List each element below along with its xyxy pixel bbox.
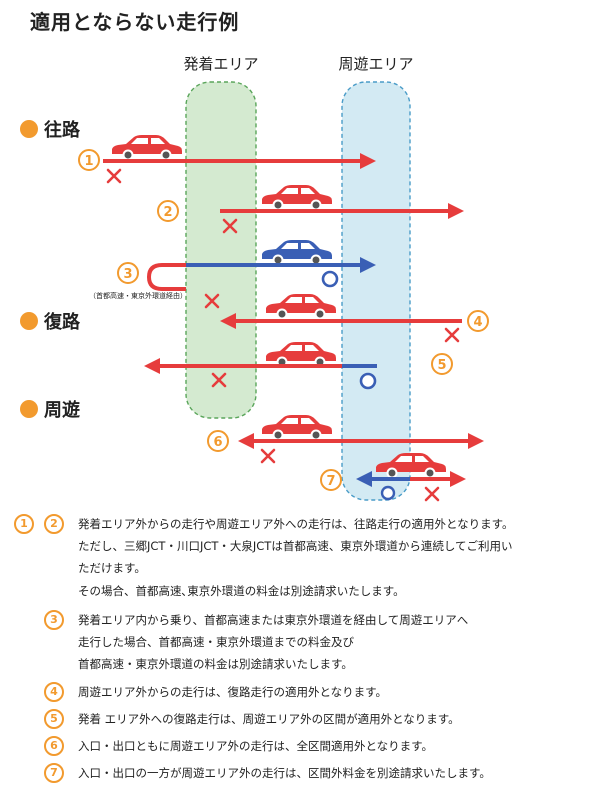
cross-icon bbox=[424, 486, 440, 502]
route-number: 7 bbox=[326, 474, 335, 489]
route-number-circle bbox=[207, 430, 229, 452]
orange-dot-icon bbox=[20, 400, 38, 418]
route-number-circle bbox=[431, 353, 453, 375]
note-3-line: 首都高速・東京外環道の料金は別途請求いたします。 bbox=[78, 657, 353, 671]
note-number: 7 bbox=[44, 763, 64, 783]
note-12-line: ただけます。 bbox=[78, 561, 146, 575]
note-number: 5 bbox=[44, 709, 64, 729]
departure-area-label: 発着エリア bbox=[183, 55, 258, 73]
note-12-line: 発着エリア外からの走行や周遊エリア外への走行は、往路走行の適用外となります。 bbox=[78, 517, 514, 531]
route-number: 1 bbox=[84, 154, 93, 169]
car-icon bbox=[112, 135, 182, 161]
cross-icon bbox=[444, 327, 460, 343]
cross-icon bbox=[106, 168, 122, 184]
note-number: 6 bbox=[44, 736, 64, 756]
note-4-text: 周遊エリア外からの走行は、復路走行の適用外となります。 bbox=[78, 685, 388, 699]
orange-dot-icon bbox=[20, 120, 38, 138]
section-excursion: 周遊 bbox=[44, 399, 80, 421]
car-icon bbox=[262, 415, 332, 441]
route-number-circle bbox=[78, 149, 100, 171]
note-number: 2 bbox=[44, 514, 64, 534]
excursion-area-label: 周遊エリア bbox=[338, 55, 413, 73]
note-number: 3 bbox=[44, 610, 64, 630]
route-number-circle bbox=[157, 200, 179, 222]
route-number-circle bbox=[320, 469, 342, 491]
car-icon bbox=[266, 294, 336, 320]
cross-icon bbox=[260, 448, 276, 464]
route-number: 4 bbox=[473, 315, 482, 330]
route-1: 1 bbox=[78, 135, 376, 184]
route-6: 6 bbox=[207, 415, 484, 464]
departure-area bbox=[185, 81, 257, 419]
route-7: 7 bbox=[320, 453, 466, 502]
page-title: 適用とならない走行例 bbox=[30, 10, 240, 34]
section-return: 復路 bbox=[43, 311, 81, 333]
car-icon bbox=[266, 342, 336, 368]
note-7-text: 入口・出口の一方が周遊エリア外の走行は、区間外料金を別途請求いたします。 bbox=[78, 766, 491, 780]
note-3-line: 走行した場合、首都高速・東京外環道までの料金及び bbox=[78, 635, 354, 649]
circle-icon bbox=[380, 485, 396, 501]
circle-icon bbox=[359, 372, 377, 390]
note-number: 4 bbox=[44, 682, 64, 702]
route-number-circle bbox=[467, 310, 489, 332]
route-number-circle bbox=[117, 262, 139, 284]
route-diagram: 発着エリア 周遊エリア 往路 復路 周遊 1 2 3 （首都高速・東京外環道経由… bbox=[20, 55, 489, 502]
note-5-text: 発着 エリア外への復路走行は、周遊エリア外の区間が適用外となります。 bbox=[78, 712, 460, 726]
route-3: 3 （首都高速・東京外環道経由） bbox=[89, 240, 376, 309]
excursion-area bbox=[341, 81, 411, 501]
note-3-line: 発着エリア内から乗り、首都高速または東京外環道を経由して周遊エリアへ bbox=[78, 613, 469, 627]
note-6-text: 入口・出口ともに周遊エリア外の走行は、全区間適用外となります。 bbox=[78, 739, 434, 753]
note-12-line: その場合、首都高速､東京外環道の料金は別途請求いたします。 bbox=[78, 584, 405, 598]
route-number: 6 bbox=[213, 435, 222, 450]
car-icon bbox=[262, 240, 332, 266]
car-icon bbox=[262, 185, 332, 211]
route-number: 3 bbox=[123, 267, 132, 282]
route-4: 4 bbox=[220, 294, 489, 343]
section-outbound: 往路 bbox=[44, 119, 81, 141]
note-number: 1 bbox=[14, 514, 34, 534]
note-12-line: ただし、三郷JCT・川口JCT・大泉JCTは首都高速、東京外環道から連続してご利… bbox=[78, 539, 513, 553]
route-5: 5 bbox=[144, 342, 453, 390]
circle-icon bbox=[321, 270, 339, 288]
orange-dot-icon bbox=[20, 312, 38, 330]
route-number: 5 bbox=[437, 358, 446, 373]
route-2: 2 bbox=[157, 185, 464, 234]
route-number: 2 bbox=[163, 205, 172, 220]
route3-note: （首都高速・東京外環道経由） bbox=[89, 291, 187, 300]
